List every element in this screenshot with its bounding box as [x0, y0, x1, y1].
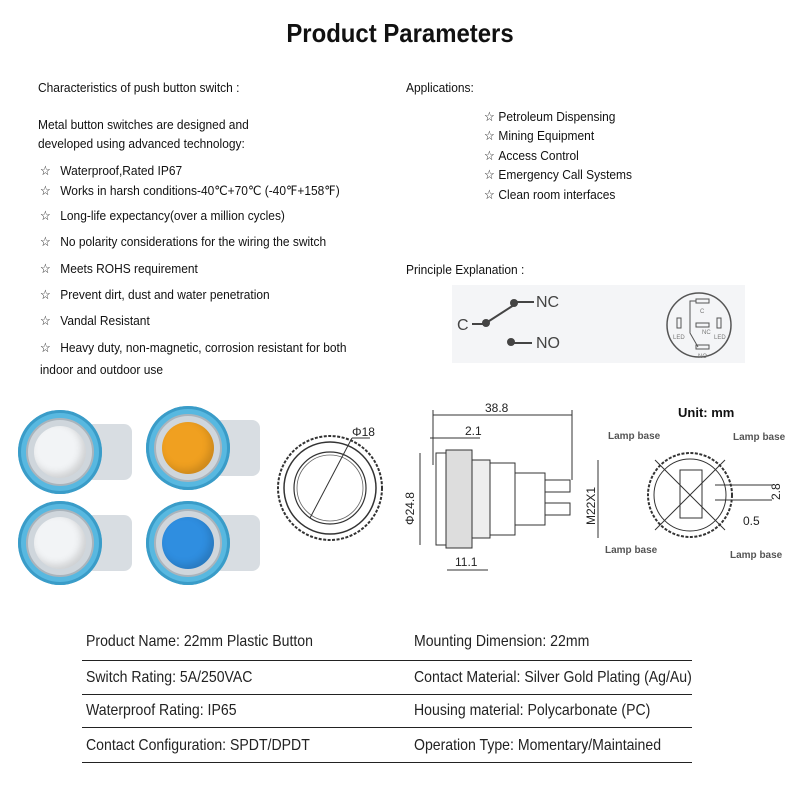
application-item: ☆Petroleum Dispensing	[484, 109, 615, 125]
feature-item: ☆ Waterproof,Rated IP67	[40, 163, 182, 179]
dim-phi18: Φ18	[352, 425, 375, 439]
spec-label-right: Housing material: Polycarbonate (PC)	[414, 702, 651, 719]
star-icon: ☆	[484, 147, 495, 163]
star-icon: ☆	[40, 313, 51, 328]
star-icon: ☆	[40, 163, 51, 178]
applications-heading: Applications:	[406, 80, 474, 95]
svg-text:LED: LED	[673, 335, 685, 341]
star-icon: ☆	[40, 287, 51, 302]
spec-label-right: Mounting Dimension: 22mm	[414, 633, 590, 650]
intro-line-2: developed using advanced technology:	[38, 136, 245, 151]
star-icon: ☆	[40, 183, 51, 198]
switch-schematic: C NC NO C NC NO LED LED	[457, 292, 732, 360]
table-divider	[82, 694, 692, 695]
feature-text: Vandal Resistant	[60, 313, 150, 328]
feature-item: ☆ Vandal Resistant	[40, 313, 150, 329]
spec-label-left: Product Name: 22mm Plastic Button	[86, 633, 313, 650]
application-text: Emergency Call Systems	[498, 167, 633, 183]
star-icon: ☆	[484, 167, 495, 183]
svg-text:LED: LED	[714, 335, 726, 341]
star-icon: ☆	[40, 208, 51, 223]
spec-label-right: Operation Type: Momentary/Maintained	[414, 737, 662, 754]
feature-item: ☆ Meets ROHS requirement	[40, 261, 198, 277]
switch-button-cap	[162, 422, 214, 474]
svg-text:Lamp base: Lamp base	[605, 545, 658, 556]
characteristics-heading: Characteristics of push button switch :	[38, 80, 240, 95]
front-view-drawing: Φ18	[277, 425, 383, 541]
feature-text: Meets ROHS requirement	[60, 261, 198, 276]
side-view-drawing: 38.8 2.1 Φ24.8 M22X1 11.1	[403, 401, 599, 571]
dim-11-1: 11.1	[455, 555, 478, 569]
feature-item: ☆ Prevent dirt, dust and water penetratio…	[40, 287, 270, 303]
application-text: Clean room interfaces	[498, 186, 616, 202]
star-icon: ☆	[484, 109, 495, 124]
dim-length: 38.8	[485, 401, 509, 415]
table-divider	[82, 762, 692, 763]
application-item: ☆Access Control	[484, 148, 579, 164]
dim-phi24-8: Φ24.8	[403, 492, 417, 525]
intro-line-1: Metal button switches are designed and	[38, 117, 249, 132]
feature-text: Heavy duty, non-magnetic, corrosion resi…	[60, 340, 347, 355]
feature-item: ☆ Long-life expectancy(over a million cyc…	[40, 208, 285, 224]
svg-text:NC: NC	[702, 330, 711, 336]
feature-item: ☆ No polarity considerations for the wiri…	[40, 234, 326, 250]
dim-0-5: 0.5	[743, 514, 760, 528]
page-title: Product Parameters	[286, 18, 514, 48]
svg-text:Lamp base: Lamp base	[608, 431, 661, 442]
application-text: Mining Equipment	[498, 128, 595, 144]
application-item: ☆Emergency Call Systems	[484, 167, 632, 183]
star-icon: ☆	[484, 128, 495, 144]
switch-button-cap	[34, 426, 86, 478]
dim-2-8: 2.8	[769, 483, 783, 500]
label-nc: NC	[536, 294, 559, 311]
star-icon: ☆	[40, 261, 51, 276]
feature-text: Long-life expectancy(over a million cycl…	[60, 208, 285, 223]
back-view-drawing: Lamp base Lamp base Lamp base Lamp base …	[605, 431, 786, 561]
principle-diagram: C NC NO C NC NO LED LED	[452, 285, 745, 363]
svg-text:NO: NO	[698, 354, 707, 360]
application-item: ☆Clean room interfaces	[484, 187, 615, 203]
pin-layout-icon: C NC NO LED LED	[666, 292, 732, 360]
application-text: Access Control	[498, 147, 579, 163]
feature-text: Prevent dirt, dust and water penetration	[60, 287, 270, 302]
switch-button-cap	[34, 517, 86, 569]
svg-text:Lamp base: Lamp base	[730, 550, 783, 561]
feature-item: ☆ Heavy duty, non-magnetic, corrosion res…	[40, 340, 347, 356]
table-divider	[82, 727, 692, 728]
feature-continuation: indoor and outdoor use	[40, 362, 164, 377]
feature-text: Waterproof,Rated IP67	[60, 163, 183, 178]
feature-text: Works in harsh conditions-40℃+70℃ (-40℉+…	[60, 183, 340, 198]
switch-button-cap	[162, 517, 214, 569]
spec-label-left: Waterproof Rating: IP65	[86, 702, 237, 719]
spec-label-left: Contact Configuration: SPDT/DPDT	[86, 737, 310, 754]
feature-text: No polarity considerations for the wirin…	[60, 234, 327, 249]
svg-text:C: C	[700, 309, 705, 315]
star-icon: ☆	[40, 340, 51, 355]
dim-2-1: 2.1	[465, 424, 482, 438]
feature-item: ☆ Works in harsh conditions-40℃+70℃ (-40℉…	[40, 183, 340, 199]
dim-m22: M22X1	[584, 487, 598, 525]
application-item: ☆Mining Equipment	[484, 128, 594, 144]
unit-label: Unit: mm	[678, 405, 735, 420]
application-text: Petroleum Dispensing	[498, 109, 616, 124]
principle-heading: Principle Explanation :	[406, 262, 525, 277]
label-no: NO	[536, 335, 560, 352]
spec-label-left: Switch Rating: 5A/250VAC	[86, 669, 253, 686]
star-icon: ☆	[40, 234, 51, 249]
spec-label-right: Contact Material: Silver Gold Plating (A…	[414, 669, 692, 686]
table-divider	[82, 660, 692, 661]
svg-text:Lamp base: Lamp base	[733, 432, 786, 443]
label-c: C	[457, 317, 469, 334]
star-icon: ☆	[484, 186, 495, 202]
